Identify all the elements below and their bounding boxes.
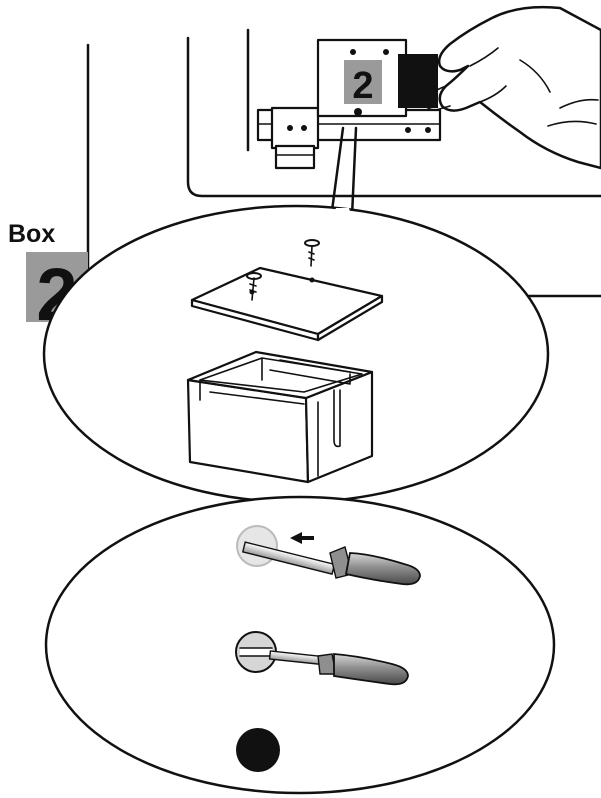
box-number-small: 2 xyxy=(352,65,373,107)
box-label-word: Box xyxy=(8,220,55,248)
box-2-mounted: 2 xyxy=(316,38,438,118)
box-number-plate xyxy=(344,60,382,104)
side-bracket xyxy=(270,106,320,170)
hand-icon xyxy=(424,5,601,170)
box-body xyxy=(186,350,374,484)
hole-icon xyxy=(236,728,280,772)
black-cover-plate xyxy=(398,54,438,108)
screwdriver-icon-2 xyxy=(235,631,409,686)
screwdriver-icon xyxy=(236,525,421,586)
screw-icon-2 xyxy=(304,239,320,267)
arrow-left-icon xyxy=(290,532,314,544)
screw-icon xyxy=(246,272,262,301)
box-lid xyxy=(190,266,384,342)
zoom-callout-lower xyxy=(44,495,556,795)
